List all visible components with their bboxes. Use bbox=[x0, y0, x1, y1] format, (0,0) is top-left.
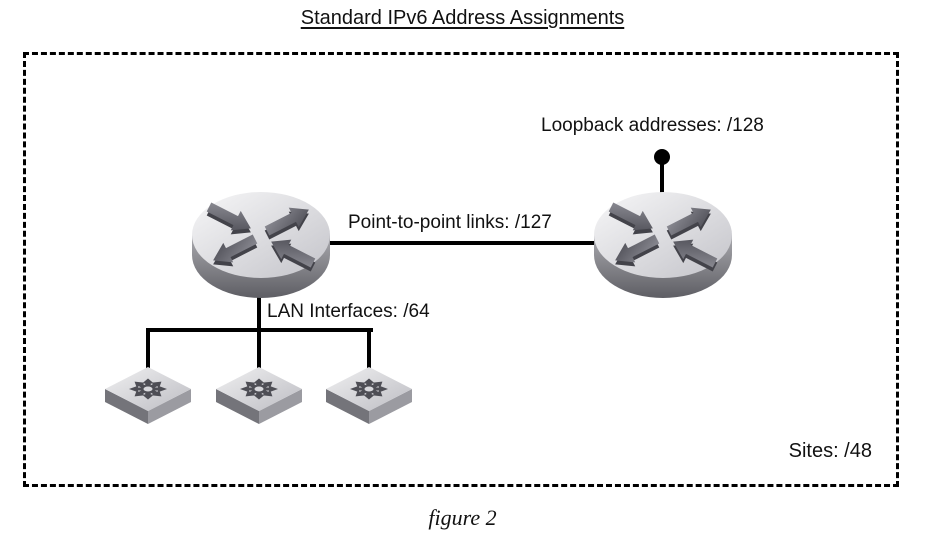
figure-caption: figure 2 bbox=[428, 505, 497, 530]
diagram-boundary bbox=[23, 52, 899, 487]
lan-switch-icon bbox=[324, 366, 414, 428]
router-to-lan-line bbox=[257, 280, 261, 332]
lan-switch-icon bbox=[214, 366, 304, 428]
figure-title: Standard IPv6 Address Assignments bbox=[300, 7, 625, 29]
point-to-point-link-line bbox=[312, 241, 608, 245]
lan-interfaces-label: LAN Interfaces: /64 bbox=[267, 301, 430, 322]
point-to-point-links-label: Point-to-point links: /127 bbox=[348, 212, 552, 233]
lan-switch-3 bbox=[324, 366, 414, 433]
router-icon bbox=[593, 191, 733, 299]
right-router bbox=[593, 191, 733, 304]
lan-drop-line-3 bbox=[367, 328, 371, 374]
lan-switch-1 bbox=[103, 366, 193, 433]
lan-switch-2 bbox=[214, 366, 304, 433]
lan-switch-icon bbox=[103, 366, 193, 428]
loopback-stem-line bbox=[660, 153, 664, 201]
lan-drop-line-2 bbox=[257, 328, 261, 374]
router-icon bbox=[191, 191, 331, 299]
left-router bbox=[191, 191, 331, 304]
lan-drop-line-1 bbox=[146, 328, 150, 374]
sites-label: Sites: /48 bbox=[788, 440, 872, 462]
loopback-addresses-label: Loopback addresses: /128 bbox=[541, 115, 764, 136]
loopback-dot-icon bbox=[654, 149, 670, 165]
